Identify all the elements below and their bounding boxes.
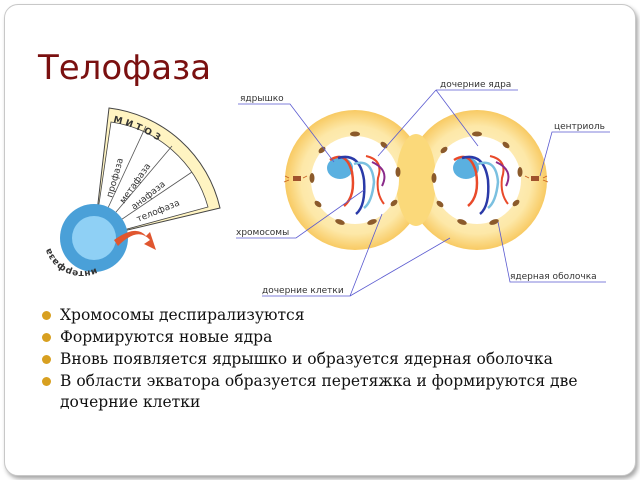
slide-title: Телофаза (38, 48, 212, 88)
dividing-cell (283, 110, 549, 250)
bullet-dot-icon (42, 333, 51, 342)
centriole-right (524, 175, 549, 183)
nucleolus-left (327, 157, 353, 179)
label-nuclear-envelope: ядерная оболочка (510, 272, 597, 282)
bullet-item: В области экватора образуется перетяжка … (40, 371, 620, 413)
bullet-dot-icon (42, 311, 51, 320)
label-daughter-nuclei: дочерние ядра (440, 80, 511, 90)
bullet-list: Хромосомы деспирализуются Формируются но… (40, 305, 620, 414)
label-nucleolus: ядрышко (240, 94, 284, 104)
bullet-dot-icon (42, 355, 51, 364)
cycle-arrow-icon (114, 230, 156, 250)
pointer-lines (236, 89, 610, 297)
mitosis-wheel: М И Т О З интерфаза профаза метафаза ана… (44, 107, 221, 278)
centriole-left (283, 175, 308, 183)
label-chromosomes: хромосомы (236, 228, 289, 238)
bullet-item: Хромосомы деспирализуются (40, 305, 620, 326)
bullet-dot-icon (42, 377, 51, 386)
label-centriole: центриоль (554, 122, 605, 132)
bullet-item: Формируются новые ядра (40, 327, 620, 348)
bullet-item: Вновь появляется ядрышко и образуется яд… (40, 349, 620, 370)
label-daughter-cells: дочерние клетки (262, 286, 344, 296)
